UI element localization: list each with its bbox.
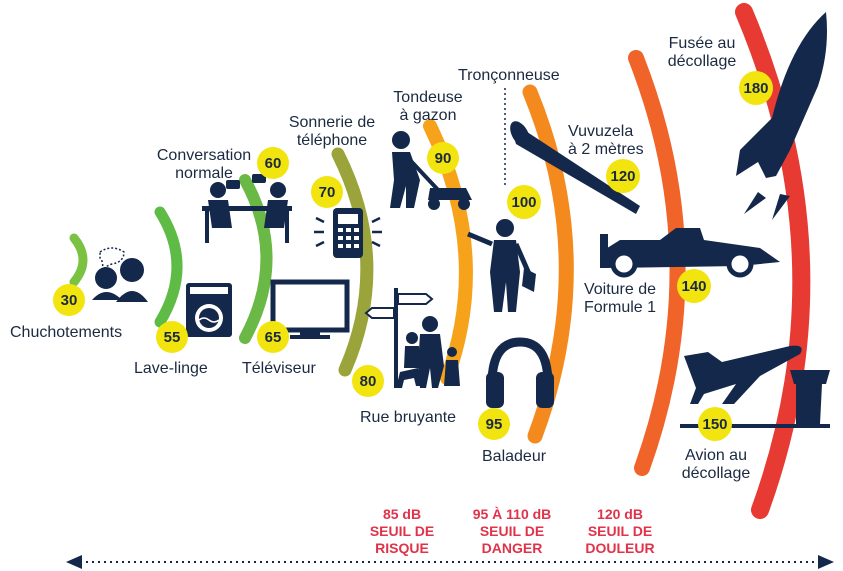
badge-150: 150 [698, 407, 732, 441]
badge-140: 140 [677, 269, 711, 303]
label-baladeur: Baladeur [482, 448, 547, 465]
svg-text:120: 120 [610, 168, 635, 185]
street-icon [364, 288, 460, 388]
label-chuchotements: Chuchotements [10, 324, 122, 341]
badge-90: 90 [427, 142, 459, 174]
arc-1 [69, 233, 88, 287]
svg-text:DOULEUR: DOULEUR [585, 540, 654, 556]
svg-text:120 dB: 120 dB [597, 506, 643, 522]
washing-machine-icon [186, 283, 232, 337]
svg-text:DANGER: DANGER [482, 540, 543, 556]
chainsaw-icon [467, 219, 536, 312]
svg-text:100: 100 [511, 194, 536, 211]
badge-95: 95 [478, 408, 510, 440]
svg-text:30: 30 [61, 292, 78, 309]
label-rue-bruyante: Rue bruyante [360, 409, 456, 426]
conversation-icon [202, 174, 292, 243]
svg-text:55: 55 [164, 329, 181, 346]
svg-text:80: 80 [360, 373, 377, 390]
label-lave-linge: Lave-linge [134, 360, 208, 377]
threshold-douleur: 120 dB SEUIL DE DOULEUR [585, 506, 654, 556]
headphones-icon [486, 337, 554, 408]
arc-2 [154, 206, 183, 328]
db-badges: 30 55 60 65 70 80 90 95 100 120 140 150 … [53, 71, 773, 441]
airplane-icon [680, 345, 830, 428]
badge-180: 180 [739, 71, 773, 105]
svg-text:SEUIL DE: SEUIL DE [370, 523, 434, 539]
badge-120: 120 [606, 159, 640, 193]
svg-text:140: 140 [681, 278, 706, 295]
badge-30: 30 [53, 284, 85, 316]
label-televiseur: Téléviseur [242, 360, 316, 377]
badge-100: 100 [507, 185, 541, 219]
tv-icon [270, 279, 350, 339]
thresholds: 85 dB SEUIL DE RISQUE 95 À 110 dB SEUIL … [370, 506, 655, 556]
svg-text:150: 150 [702, 416, 727, 433]
badge-60: 60 [257, 147, 289, 179]
badge-80: 80 [352, 365, 384, 397]
phone-ring-icon [314, 208, 382, 258]
lawnmower-icon [390, 131, 472, 210]
vuvuzela-icon [510, 121, 640, 214]
scale-arrow [66, 555, 834, 569]
f1-car-icon [600, 228, 780, 278]
svg-text:90: 90 [435, 150, 452, 167]
svg-text:180: 180 [743, 80, 768, 97]
svg-text:85 dB: 85 dB [383, 506, 421, 522]
badge-55: 55 [156, 321, 188, 353]
svg-text:95 À 110 dB: 95 À 110 dB [473, 506, 552, 522]
svg-text:RISQUE: RISQUE [375, 540, 429, 556]
badge-70: 70 [311, 176, 343, 208]
threshold-danger: 95 À 110 dB SEUIL DE DANGER [473, 506, 552, 556]
svg-text:SEUIL DE: SEUIL DE [588, 523, 652, 539]
svg-text:65: 65 [265, 329, 282, 346]
svg-text:60: 60 [265, 155, 282, 172]
threshold-risque: 85 dB SEUIL DE RISQUE [370, 506, 434, 556]
rocket-icon [736, 12, 827, 220]
arc-4 [331, 147, 374, 377]
svg-text:70: 70 [319, 184, 336, 201]
whisper-icon [92, 247, 148, 302]
svg-text:95: 95 [486, 416, 503, 433]
svg-text:SEUIL DE: SEUIL DE [480, 523, 544, 539]
badge-65: 65 [257, 321, 289, 353]
label-tronconneuse: Tronçonneuse [458, 67, 560, 84]
arc-3 [239, 174, 273, 344]
